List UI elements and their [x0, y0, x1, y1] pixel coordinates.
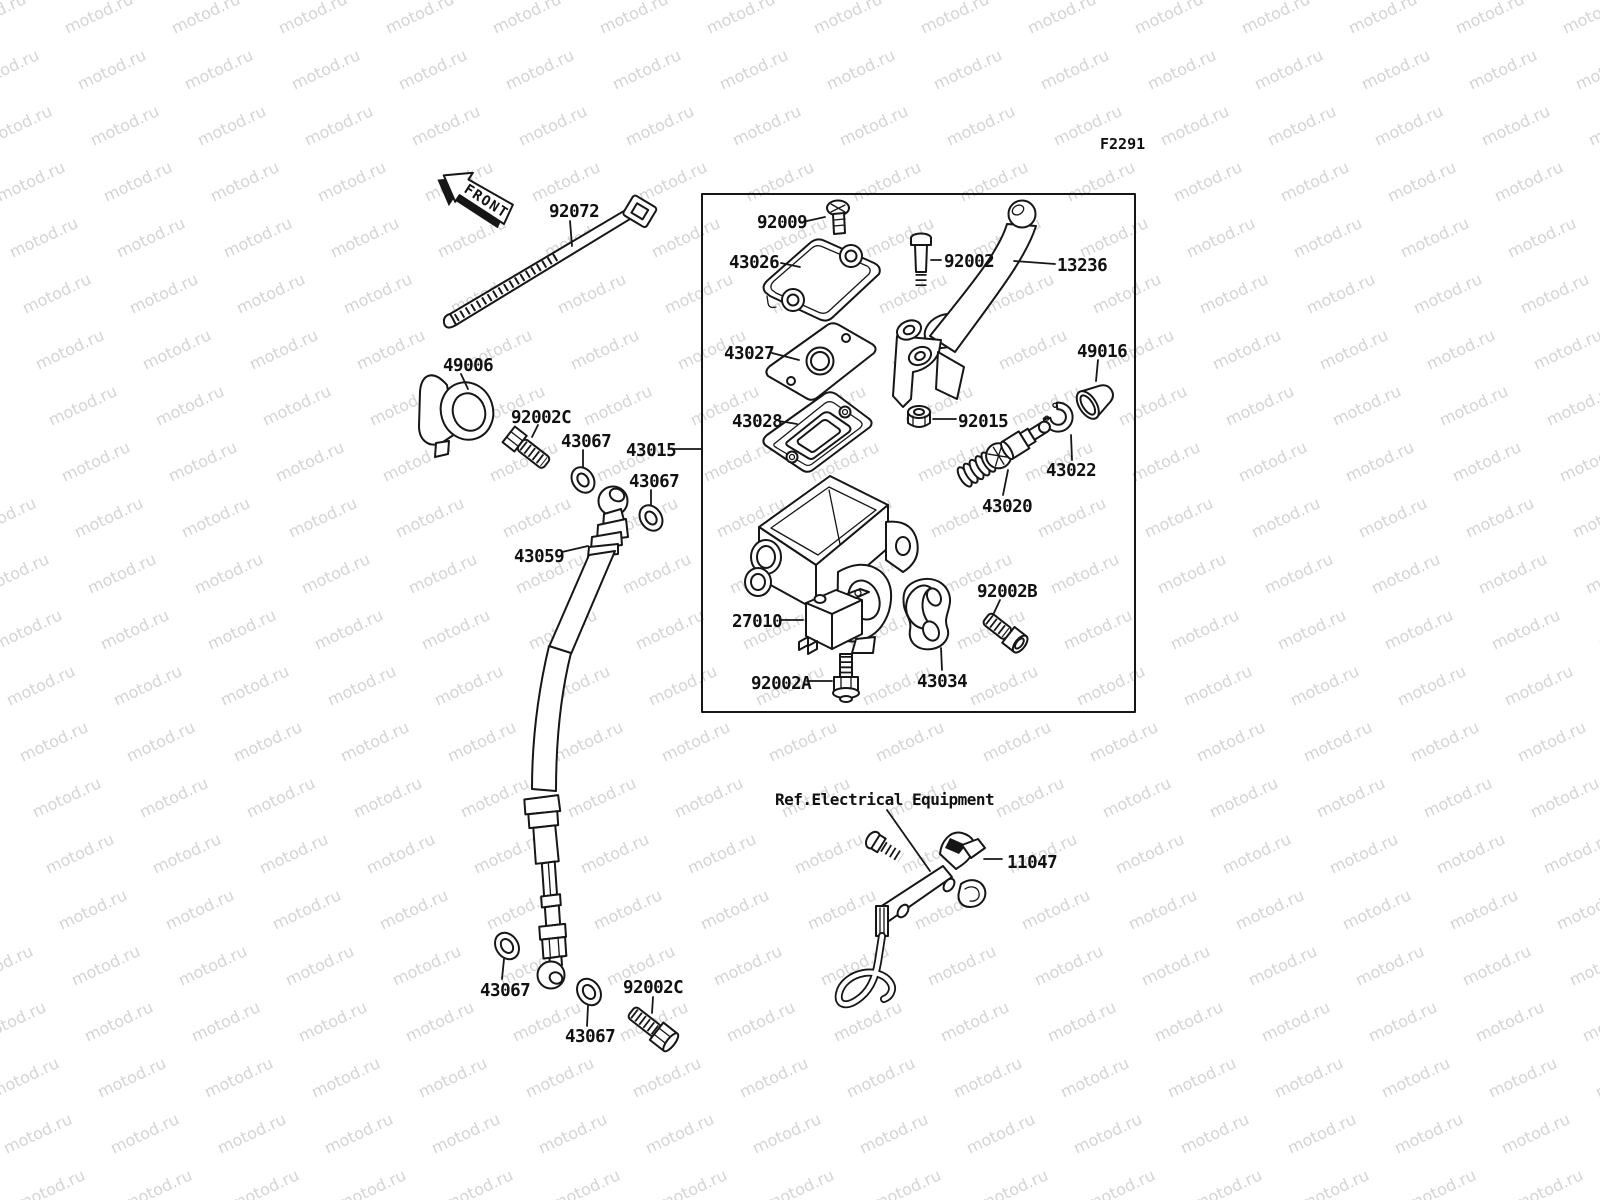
part-label-43020: 43020 — [982, 497, 1032, 517]
part-bolt-92002c-bottom — [627, 1006, 680, 1053]
part-label-43015: 43015 — [626, 441, 676, 461]
front-arrow-icon: FRONT — [437, 171, 514, 229]
part-label-43022: 43022 — [1046, 461, 1096, 481]
part-label-43034: 43034 — [917, 672, 967, 692]
part-washer-43067-1 — [570, 466, 596, 494]
part-label-92002a: 92002A — [751, 674, 812, 694]
part-bolt-92002c-top — [501, 425, 551, 469]
part-plate-43027 — [765, 322, 877, 401]
part-label-43067-4: 43067 — [565, 1027, 615, 1047]
part-master-cylinder-body — [744, 475, 919, 654]
part-elbow-49006 — [418, 374, 495, 458]
part-label-49006: 49006 — [443, 356, 493, 376]
part-bolt-92002b — [982, 612, 1029, 654]
part-label-92002c-bottom: 92002C — [623, 978, 683, 998]
part-washer-43067-3 — [494, 931, 520, 961]
part-label-43028: 43028 — [732, 412, 782, 432]
part-label-92009: 92009 — [757, 213, 807, 233]
part-label-43059: 43059 — [514, 547, 564, 567]
part-boot-49016 — [1075, 384, 1114, 420]
part-label-43026: 43026 — [729, 253, 779, 273]
part-label-92002c-top: 92002C — [511, 408, 571, 428]
ref-electrical-note: Ref.Electrical Equipment — [775, 790, 994, 809]
part-brake-lever-13236 — [892, 199, 1037, 408]
part-label-43027: 43027 — [724, 344, 774, 364]
leader-lines — [460, 216, 1099, 1027]
part-screw-92009 — [826, 199, 850, 235]
part-label-43067-1: 43067 — [561, 432, 611, 452]
part-label-49016: 49016 — [1077, 342, 1127, 362]
part-brake-hose-43059 — [523, 485, 629, 990]
part-label-92002b: 92002B — [977, 582, 1037, 602]
part-washer-43067-2 — [638, 504, 664, 532]
part-bolt-92002a — [832, 653, 860, 703]
part-cable-tie-92072 — [442, 194, 658, 329]
part-nut-92015 — [907, 405, 931, 428]
part-label-27010: 27010 — [732, 612, 782, 632]
part-switch-27010 — [798, 588, 870, 655]
part-label-13236: 13236 — [1057, 256, 1107, 276]
part-label-43067-2: 43067 — [629, 472, 679, 492]
part-label-43067-3: 43067 — [480, 981, 530, 1001]
part-piston-set-43020 — [956, 420, 1051, 488]
part-label-11047: 11047 — [1007, 853, 1057, 873]
part-label-92015: 92015 — [958, 412, 1008, 432]
part-bolt-92002 — [910, 232, 932, 286]
part-diaphragm-43028 — [762, 391, 873, 473]
part-bracket-screw — [865, 830, 904, 863]
part-washer-43067-4 — [576, 977, 602, 1007]
part-labels: 92072 49006 92002C 43067 43015 43067 430… — [443, 202, 1128, 1047]
part-clamp-43034 — [902, 577, 952, 651]
part-bracket-11047 — [834, 831, 987, 1009]
part-reservoir-cap-43026 — [762, 238, 881, 322]
part-label-92072: 92072 — [549, 202, 599, 222]
part-label-92002: 92002 — [944, 252, 994, 272]
assembly-frame-box — [701, 193, 1136, 713]
figure-code: F2291 — [1100, 135, 1145, 153]
